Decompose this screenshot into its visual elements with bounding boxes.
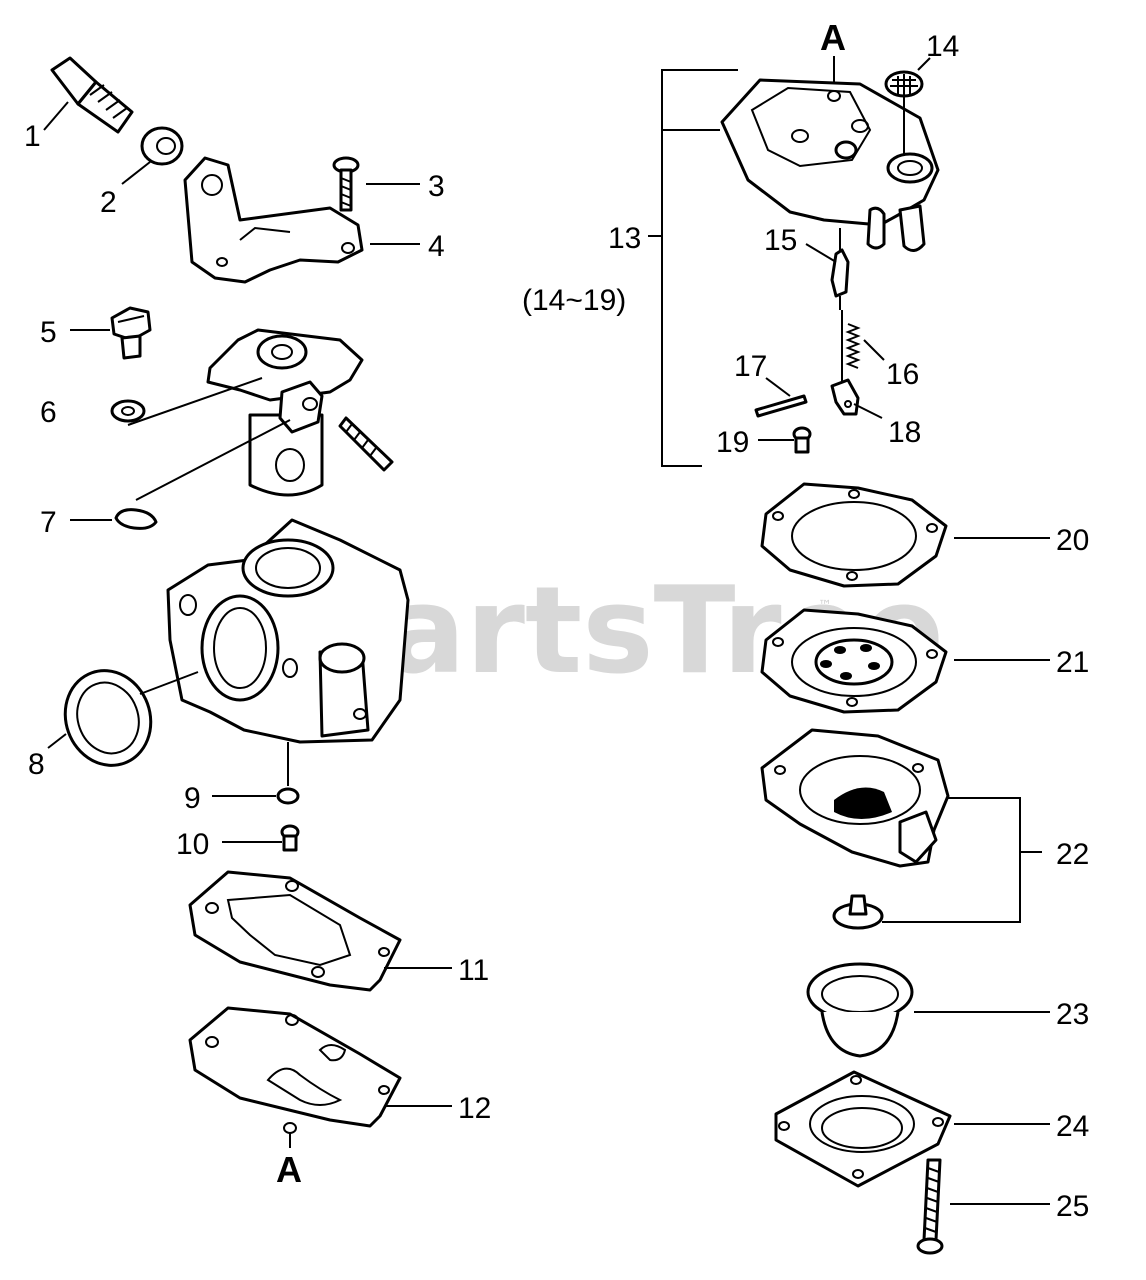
callout-19: 19 [716, 426, 749, 459]
callout-12: 12 [458, 1092, 491, 1125]
callout-21: 21 [1056, 646, 1089, 679]
throttle-assembly [206, 328, 364, 497]
callout-13: 13 [608, 222, 641, 255]
callout-14: 14 [926, 30, 959, 63]
leader-1 [43, 101, 69, 131]
part-5-screw [110, 306, 152, 360]
part-21-diaphragm [760, 608, 948, 714]
leader-18 [853, 403, 883, 419]
part-6-washer [110, 399, 146, 423]
reference-mark-a-bottom: A [276, 1149, 302, 1190]
leader-8 [47, 733, 67, 749]
part-9-o-ring [276, 787, 300, 805]
callout-20: 20 [1056, 524, 1089, 557]
callout-25: 25 [1056, 1190, 1089, 1223]
callout-15: 15 [764, 224, 797, 257]
part-25-long-screw [916, 1158, 944, 1255]
bracket-22 [882, 797, 1021, 923]
callout-5: 5 [40, 316, 57, 349]
callout-16: 16 [886, 358, 919, 391]
callout-22: 22 [1056, 838, 1089, 871]
part-carburetor-body [166, 518, 410, 744]
part-24-retainer-plate [774, 1070, 952, 1188]
part-12-gasket [188, 1006, 402, 1134]
callout-10: 10 [176, 828, 209, 861]
leader-17 [765, 377, 791, 397]
part-8-gasket-ring [63, 669, 153, 767]
leader-15 [805, 243, 837, 263]
bracket-13 [661, 69, 738, 467]
part-7-e-clip [114, 508, 158, 530]
part-16-spring [841, 310, 861, 384]
callout-13-range: (14~19) [522, 284, 626, 317]
part-19-screw [792, 426, 812, 454]
leader-6-assembly [127, 377, 263, 426]
part-22-pump-body [760, 728, 950, 868]
callout-23: 23 [1056, 998, 1089, 1031]
part-22-valve [832, 894, 884, 930]
callout-2: 2 [100, 186, 117, 219]
callout-24: 24 [1056, 1110, 1089, 1143]
part-23-primer-bulb [806, 962, 914, 1058]
callout-11: 11 [458, 954, 489, 987]
part-14-screen [884, 70, 924, 98]
part-11-gasket [188, 870, 402, 992]
part-4-bracket [183, 156, 364, 284]
callout-8: 8 [28, 748, 45, 781]
callout-9: 9 [184, 782, 201, 815]
leader-2 [121, 161, 151, 185]
part-2-nut [140, 126, 184, 166]
part-15-needle [830, 228, 850, 310]
leader-7-assembly [135, 419, 291, 501]
reference-mark-a-top: A [820, 17, 846, 58]
callout-4: 4 [428, 230, 445, 263]
throttle-screw [338, 416, 394, 472]
part-17-pin [754, 394, 808, 418]
leader-16 [863, 339, 885, 361]
callout-6: 6 [40, 396, 57, 429]
part-3-screw [332, 156, 360, 212]
part-13-metering-body [720, 78, 940, 252]
leader-14 [917, 57, 931, 71]
callout-3: 3 [428, 170, 445, 203]
part-10-screw [280, 824, 300, 852]
part-20-gasket [760, 482, 948, 588]
callout-7: 7 [40, 506, 57, 539]
callout-1: 1 [24, 120, 41, 153]
part-1-adjust-screw [50, 56, 134, 134]
leader-8-body [139, 671, 199, 695]
callout-18: 18 [888, 416, 921, 449]
part-18-lever [830, 378, 860, 416]
callout-17: 17 [734, 350, 767, 383]
